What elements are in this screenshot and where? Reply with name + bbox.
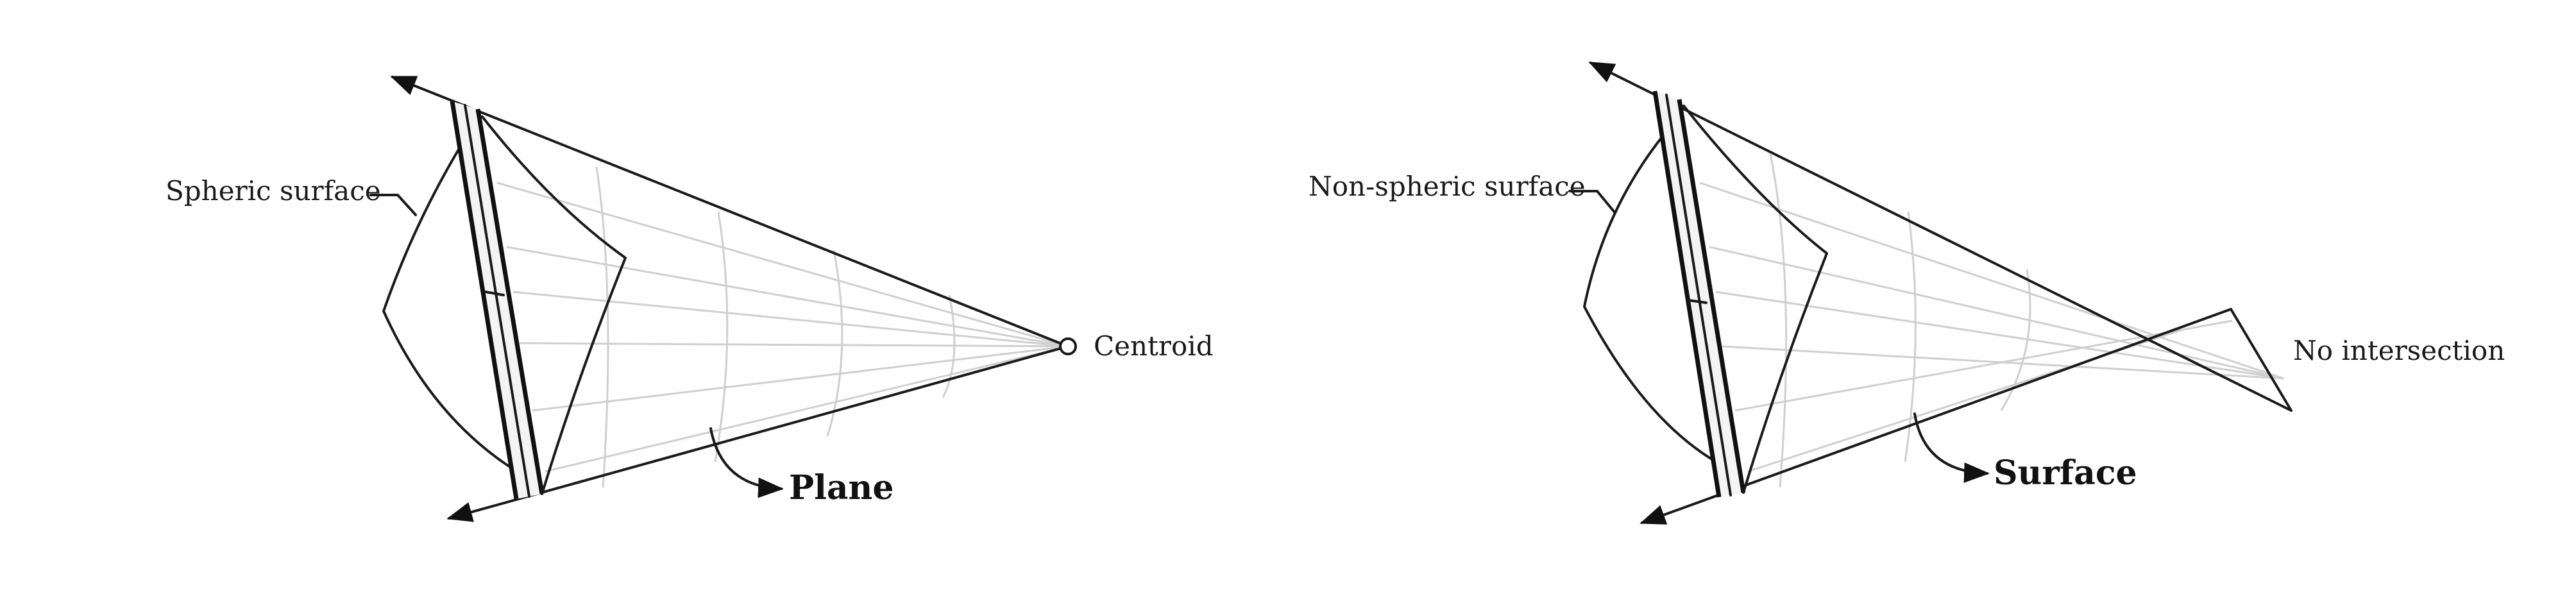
right-grid [1699,153,2284,488]
surface-caption: Surface [1994,453,2137,493]
no-intersection-label: No intersection [2293,335,2505,366]
centroid-label: Centroid [1094,330,1214,362]
left-surface-label: Spheric surface [165,175,381,207]
right-surface-leader [1568,190,1616,214]
left-inner-surface [481,115,627,495]
left-spheric-surface [382,145,511,468]
left-surface-leader [369,194,417,216]
right-nonspheric-surface [1583,137,1715,462]
left-lower-edge [446,345,1069,522]
left-panel: Spheric surface Centroid Plane [165,76,1214,522]
right-inner-surface [1682,105,1828,494]
left-grid [496,166,1069,488]
centroid-point [1059,337,1077,355]
right-panel: Non-spheric surface No intersection Surf… [1309,62,2505,525]
right-closing-edge [2230,308,2292,412]
plane-caption: Plane [789,468,894,507]
right-surface-label: Non-spheric surface [1309,171,1586,202]
right-plate [1652,90,1746,498]
left-plate [450,101,545,500]
surface-callout-arrow [1913,412,1990,483]
right-upper-edge [1588,62,2292,412]
left-upper-edge [390,76,1069,348]
plane-callout-arrow [709,427,784,498]
